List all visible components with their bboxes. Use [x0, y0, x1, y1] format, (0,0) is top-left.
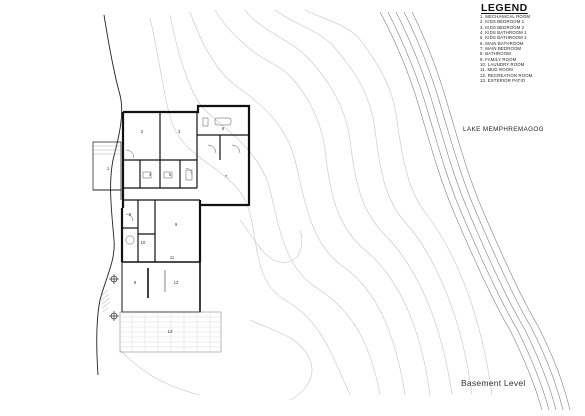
- legend-item: 3. KIDS BEDROOM 2: [480, 24, 525, 30]
- room-label: 11: [170, 255, 175, 260]
- room-label: 2: [141, 129, 144, 134]
- legend-item: 2. KIDS BEDROOM 1: [480, 19, 525, 25]
- legend-item: 12. RECREATION ROOM: [480, 72, 533, 78]
- legend-item: 8. BATHROOM: [480, 51, 511, 57]
- rock-hatching: [100, 289, 111, 313]
- legend-item: 5. KIDS BATHROOM 2: [480, 35, 527, 41]
- shoreline-contours: [379, 11, 571, 411]
- room-label: 8: [129, 212, 132, 217]
- legend-item: 6. MAIN BATHROOM: [480, 40, 524, 46]
- legend-item: 4. KIDS BATHROOM 1: [480, 30, 527, 36]
- legend-item: 11. MUD ROOM: [480, 67, 513, 73]
- room-label: 13: [168, 329, 173, 334]
- topographic-contours: [119, 9, 493, 401]
- lake-label: LAKE MEMPHREMAGOG: [463, 126, 544, 133]
- room-label: 10: [141, 240, 146, 245]
- legend-item: 9. FAMILY ROOM: [480, 56, 517, 62]
- legend-item: 7. MAIN BEDROOM: [480, 46, 522, 52]
- exterior-patio: [119, 311, 222, 353]
- room-label: 12: [174, 280, 179, 285]
- legend-item: 10. LAUNDRY ROOM: [480, 62, 525, 68]
- room-label: 9: [134, 280, 137, 285]
- room-label: 3: [178, 129, 181, 134]
- room-labels: 1 2 3 4 5 6 7 8 9 10 11 9 12 13: [107, 126, 228, 334]
- door-swings: [125, 144, 241, 222]
- legend-list: 1. MECHANICAL ROOM 2. KIDS BEDROOM 1 3. …: [480, 14, 532, 83]
- room-label: 5: [169, 172, 172, 177]
- mechanical-room: [92, 141, 122, 200]
- room-label: 9: [175, 222, 178, 227]
- legend-item: 13. EXTERIOR PATIO: [480, 78, 526, 84]
- legend-item: 1. MECHANICAL ROOM: [480, 14, 531, 19]
- fixtures: [125, 117, 232, 245]
- level-label: Basement Level: [461, 378, 526, 388]
- house-plan: [92, 104, 251, 353]
- interior-walls: [123, 112, 249, 262]
- room-label: 7: [225, 174, 228, 179]
- room-label: 6: [222, 126, 225, 131]
- shoreline: [96, 14, 123, 376]
- room-label: 1: [107, 166, 110, 171]
- room-label: 4: [149, 172, 152, 177]
- legend-title: LEGEND: [481, 2, 528, 14]
- lower-rooms: [121, 261, 201, 313]
- tree-symbols: [109, 274, 119, 321]
